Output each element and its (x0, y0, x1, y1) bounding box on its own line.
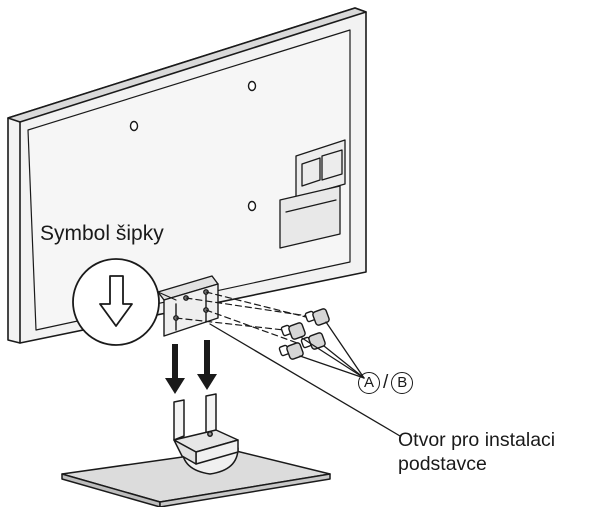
stand-hole-label: Otvor pro instalaci podstavce (398, 428, 555, 476)
screw-2 (280, 322, 306, 340)
arrow-symbol-label: Symbol šipky (40, 222, 164, 245)
screw-guide-lines (175, 291, 319, 345)
stand-neck (173, 393, 239, 475)
screw-type-label: A/B (358, 372, 414, 394)
screw-separator: / (383, 372, 389, 393)
stand-hole-label-line1: Otvor pro instalaci (398, 429, 556, 451)
mount-holes (129, 80, 257, 212)
tv-back-plate (27, 29, 351, 331)
stand-hole-label-line2: podstavce (398, 453, 487, 475)
tv-panel (7, 7, 367, 344)
arrow-down-icon (165, 344, 185, 394)
tv-stand (61, 393, 331, 508)
hole-leader-line (209, 323, 401, 437)
screws (278, 308, 330, 360)
stand-bracket (157, 275, 219, 337)
screw-1 (304, 308, 330, 326)
arrow-symbol-callout (72, 258, 177, 346)
screw-4 (278, 342, 304, 360)
screw-a-badge: A (358, 372, 380, 394)
terminal-box (279, 139, 346, 249)
arrow-down-icon (197, 340, 217, 390)
screw-leader-lines (299, 321, 365, 379)
tv-top-edge (7, 7, 367, 123)
insertion-arrows (165, 340, 217, 394)
arrow-down-icon (99, 275, 133, 327)
screw-b-badge: B (391, 372, 414, 394)
